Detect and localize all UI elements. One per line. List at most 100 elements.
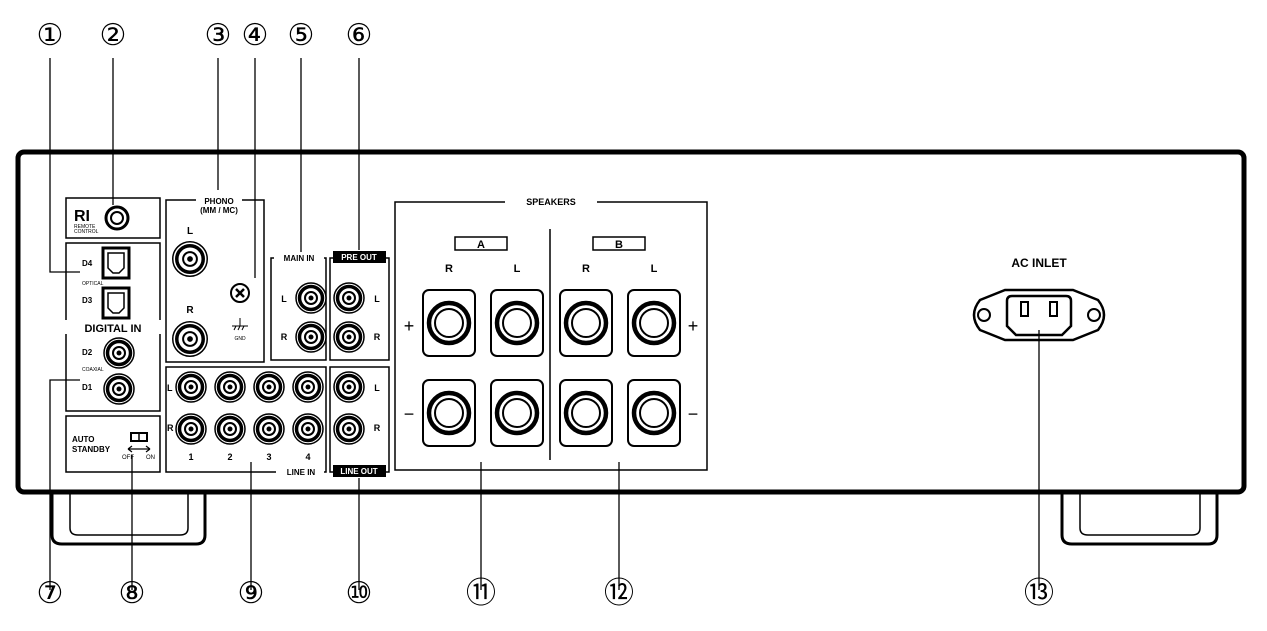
callout-6: ⑥ — [346, 19, 373, 52]
line-in-4-right-jack[interactable] — [292, 413, 324, 445]
main-in-right-jack[interactable] — [295, 321, 327, 353]
remote-jack-inner — [110, 211, 124, 225]
main-in-left-label: L — [281, 294, 287, 304]
line-out-left-jack[interactable] — [333, 371, 365, 403]
auto-standby-line1: AUTO — [72, 435, 95, 444]
ac-inlet-socket[interactable] — [1005, 294, 1073, 337]
line-in-title: LINE IN — [287, 468, 316, 477]
speaker-a-left-plus-terminal[interactable] — [490, 289, 544, 357]
line-in-left-label: L — [167, 383, 173, 393]
line-in-right-label: R — [167, 423, 174, 433]
main-in-right-label: R — [281, 332, 288, 342]
main-in-title: MAIN IN — [284, 254, 315, 263]
coaxial-d1-jack[interactable] — [103, 373, 135, 405]
left-foot-inner — [69, 490, 189, 536]
speakers-title-bg — [505, 194, 597, 208]
phono-left-jack[interactable] — [172, 241, 208, 277]
remote-label-1: REMOTE — [74, 224, 96, 230]
line-in-numbers: 1 2 3 4 — [188, 452, 310, 462]
speaker-b-left-plus-terminal[interactable] — [627, 289, 681, 357]
line-out-right-label: R — [374, 423, 381, 433]
line-in-3-left-jack[interactable] — [253, 371, 285, 403]
phono-right-jack[interactable] — [172, 321, 208, 357]
line-in-4-left-jack[interactable] — [292, 371, 324, 403]
phono-subtitle: (MM / MC) — [200, 206, 238, 215]
digital-in-title: DIGITAL IN — [84, 323, 141, 335]
pre-out-title-bg — [333, 251, 386, 263]
optical-d3-inner — [107, 292, 125, 314]
speaker-a-left-minus-terminal[interactable] — [490, 379, 544, 447]
digital-d3-label: D3 — [82, 296, 93, 305]
speaker-group-b-box — [592, 236, 646, 251]
line-in-number-2: 2 — [227, 452, 232, 462]
remote-logo: RI — [74, 208, 90, 225]
speaker-a-right-minus-terminal[interactable] — [422, 379, 476, 447]
line-in-3-right-jack[interactable] — [253, 413, 285, 445]
phono-right-label: R — [186, 305, 194, 316]
speaker-plus-left: + — [404, 316, 415, 336]
speakers-title: SPEAKERS — [526, 197, 576, 207]
speaker-a-right-label: R — [445, 263, 453, 275]
line-in-1-right-jack[interactable] — [175, 413, 207, 445]
speaker-b-left-label: L — [651, 263, 658, 275]
coaxial-d2-jack[interactable] — [103, 337, 135, 369]
speaker-group-a-label: A — [477, 239, 485, 251]
digital-d4-label: D4 — [82, 259, 93, 268]
gnd-screw-cross — [235, 288, 245, 298]
phono-left-label: L — [187, 226, 193, 237]
speaker-b-right-minus-terminal[interactable] — [559, 379, 613, 447]
pre-out-title: PRE OUT — [341, 253, 377, 262]
ac-inlet-screw-left — [977, 308, 991, 322]
jacks-layer — [103, 241, 365, 445]
auto-standby-off: OFF — [122, 455, 134, 461]
digital-d2-label: D2 — [82, 348, 93, 357]
speaker-plus-right: + — [688, 316, 699, 336]
line-out-left-label: L — [374, 383, 380, 393]
speaker-b-right-plus-terminal[interactable] — [559, 289, 613, 357]
pre-out-right-jack[interactable] — [333, 321, 365, 353]
optical-label: OPTICAL — [82, 281, 104, 287]
auto-standby-panel — [65, 415, 161, 473]
line-in-number-1: 1 — [188, 452, 193, 462]
line-in-2-right-jack[interactable] — [214, 413, 246, 445]
main-in-left-jack[interactable] — [295, 282, 327, 314]
line-in-1-left-jack[interactable] — [175, 371, 207, 403]
left-foot — [50, 490, 207, 546]
pre-out-right-label: R — [374, 332, 381, 342]
line-in-number-4: 4 — [305, 452, 310, 462]
callout-3: ③ — [205, 19, 232, 52]
digital-d1-label: D1 — [82, 383, 93, 392]
ground-symbol-icon — [232, 318, 248, 331]
coaxial-label: COAXIAL — [82, 367, 104, 373]
speaker-group-b-label: B — [615, 239, 623, 251]
speaker-b-left-minus-terminal[interactable] — [627, 379, 681, 447]
ac-inlet-pin-right — [1049, 301, 1058, 317]
line-out-title: LINE OUT — [340, 467, 377, 476]
line-in-title-bg — [276, 466, 324, 478]
line-out-title-bg — [333, 465, 386, 477]
auto-standby-arrows — [127, 445, 151, 453]
right-foot — [1060, 490, 1219, 546]
remote-label-2: CONTROL — [74, 229, 99, 235]
phono-title-bg — [196, 193, 242, 217]
leader-line-1 — [49, 58, 80, 273]
line-in-panel — [165, 366, 327, 473]
speaker-group-a-box — [454, 236, 508, 251]
line-in-2-left-jack[interactable] — [214, 371, 246, 403]
ac-inlet-pin-left — [1020, 301, 1029, 317]
speaker-a-left-label: L — [514, 263, 521, 275]
speaker-b-right-label: R — [582, 263, 590, 275]
speaker-a-right-plus-terminal[interactable] — [422, 289, 476, 357]
speaker-minus-right: − — [688, 404, 699, 424]
speaker-minus-left: − — [404, 404, 415, 424]
callout-4: ④ — [242, 19, 269, 52]
pre-out-left-jack[interactable] — [333, 282, 365, 314]
auto-standby-line2: STANDBY — [72, 445, 111, 454]
digital-in-title-bg — [62, 320, 164, 334]
line-out-right-jack[interactable] — [333, 413, 365, 445]
line-in-number-3: 3 — [266, 452, 271, 462]
gnd-label: GND — [234, 336, 246, 342]
callout-5: ⑤ — [288, 19, 315, 52]
